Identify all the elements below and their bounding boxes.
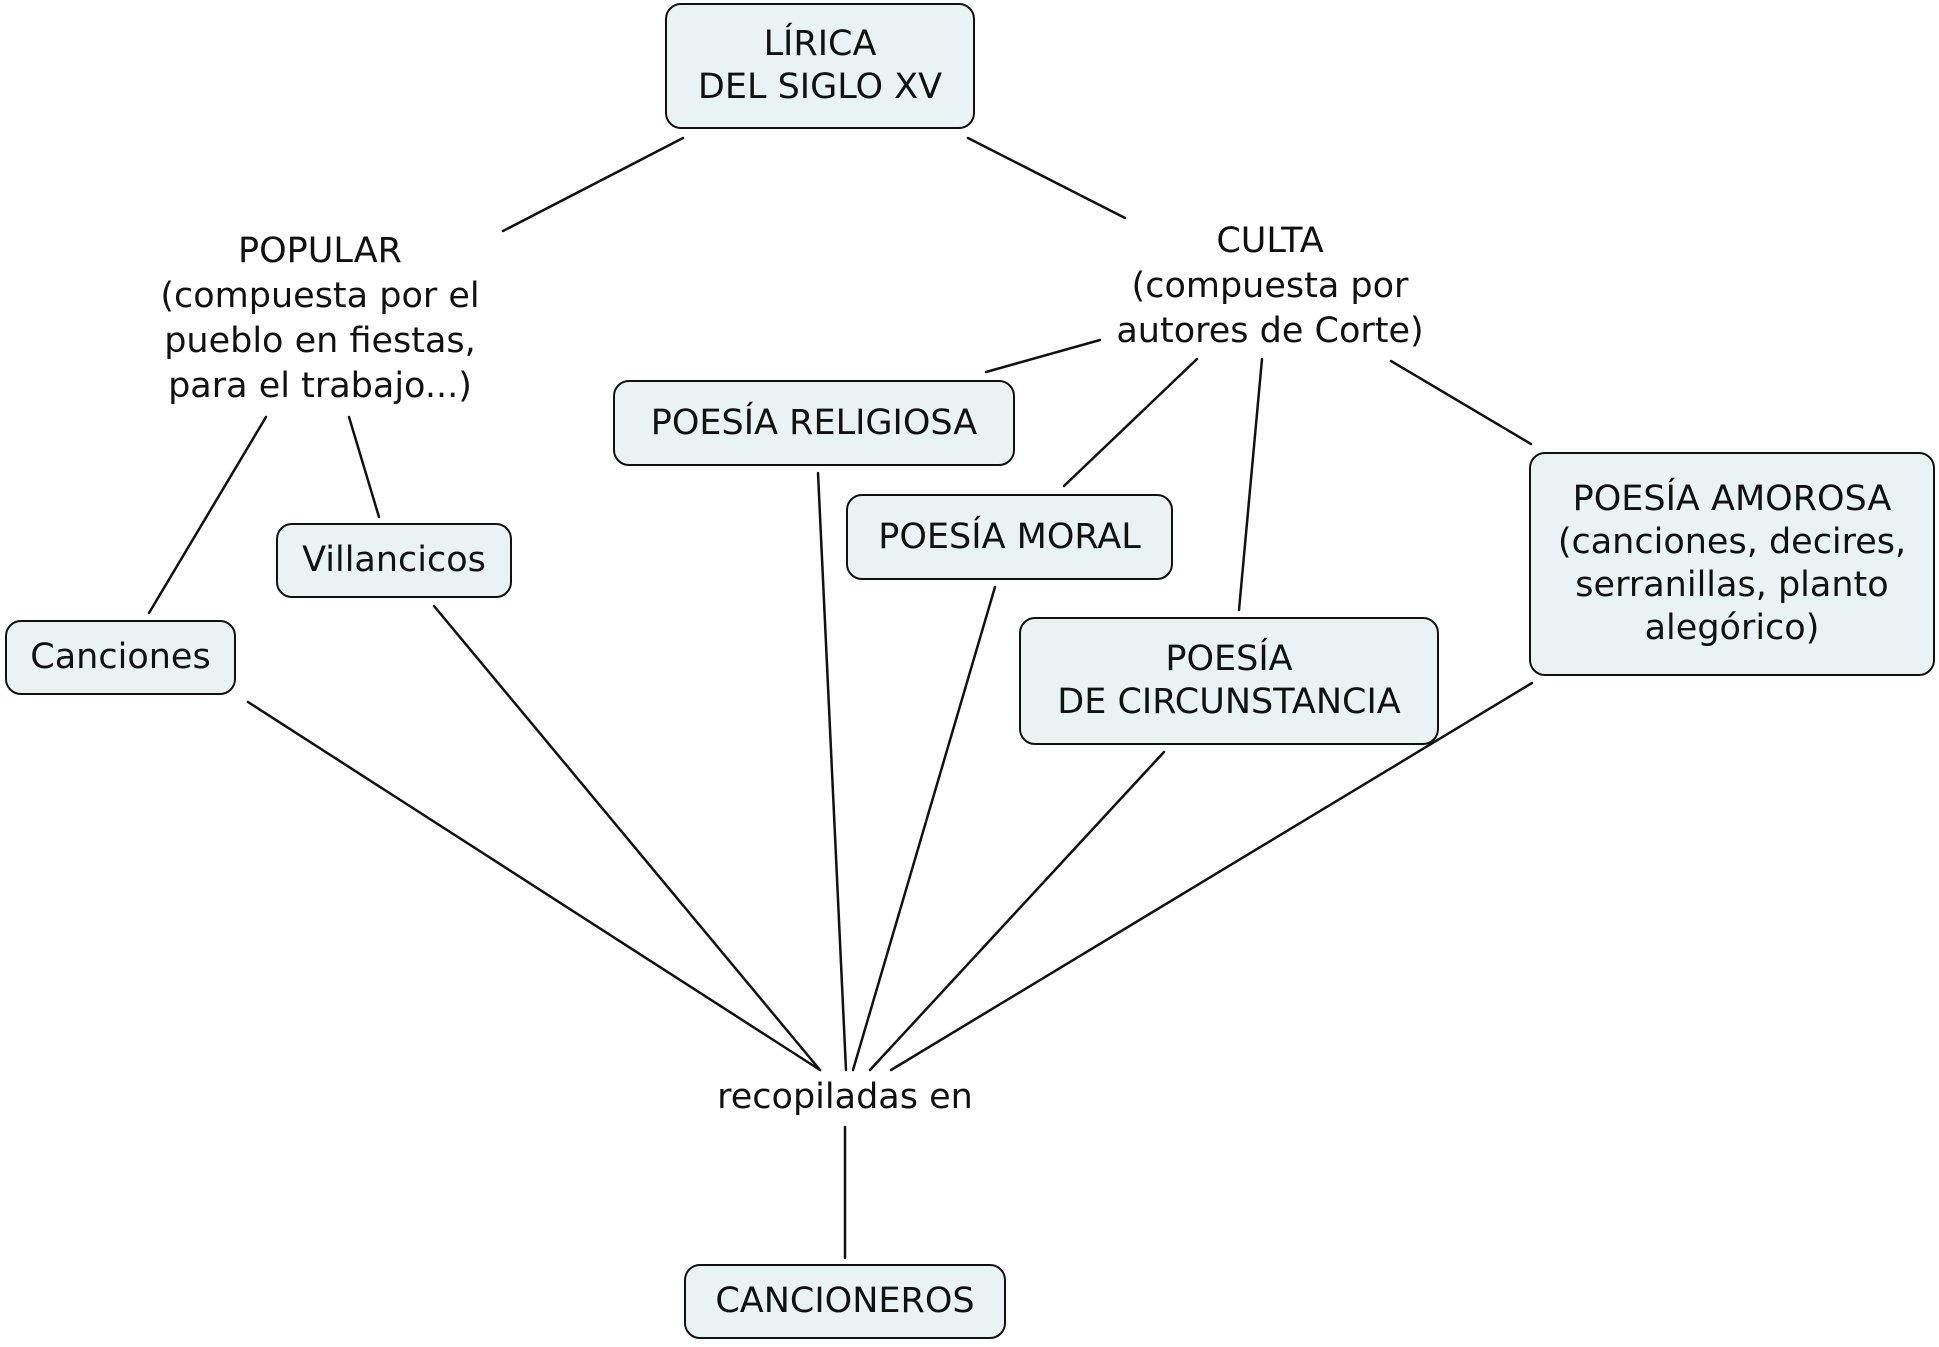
node-canciones: Canciones <box>5 620 236 695</box>
node-poesia-moral: POESÍA MORAL <box>846 494 1173 580</box>
link-culta-circunstancia <box>1237 357 1264 612</box>
link-amorosa-recopiladas <box>889 681 1534 1072</box>
link-canciones-recopiladas <box>246 700 822 1072</box>
concept-popular: POPULAR (compuesta por el pueblo en fies… <box>160 231 480 406</box>
link-popular-canciones <box>147 415 268 615</box>
link-culta-moral <box>1062 357 1199 488</box>
link-popular-villancicos <box>347 415 381 519</box>
link-religiosa-recopiladas <box>816 471 848 1072</box>
link-villancicos-recopiladas <box>432 604 822 1072</box>
link-root-culta <box>966 136 1127 220</box>
link-circunstancia-recopiladas <box>868 750 1166 1072</box>
concept-culta: CULTA (compuesta por autores de Corte) <box>1116 220 1424 351</box>
node-villancicos: Villancicos <box>276 523 512 598</box>
link-culta-religiosa <box>984 338 1102 374</box>
link-moral-recopiladas <box>851 585 997 1072</box>
link-culta-amorosa <box>1389 359 1533 446</box>
link-root-popular <box>501 136 685 233</box>
node-poesia-circunstancia: POESÍA DE CIRCUNSTANCIA <box>1019 617 1439 745</box>
node-poesia-religiosa: POESÍA RELIGIOSA <box>613 380 1015 466</box>
linking-phrase-recopiladas: recopiladas en <box>717 1076 973 1117</box>
node-cancioneros: CANCIONEROS <box>684 1264 1006 1339</box>
node-poesia-amorosa: POESÍA AMOROSA (canciones, decires, serr… <box>1529 452 1935 676</box>
root-node-lirica: LÍRICA DEL SIGLO XV <box>665 3 975 129</box>
